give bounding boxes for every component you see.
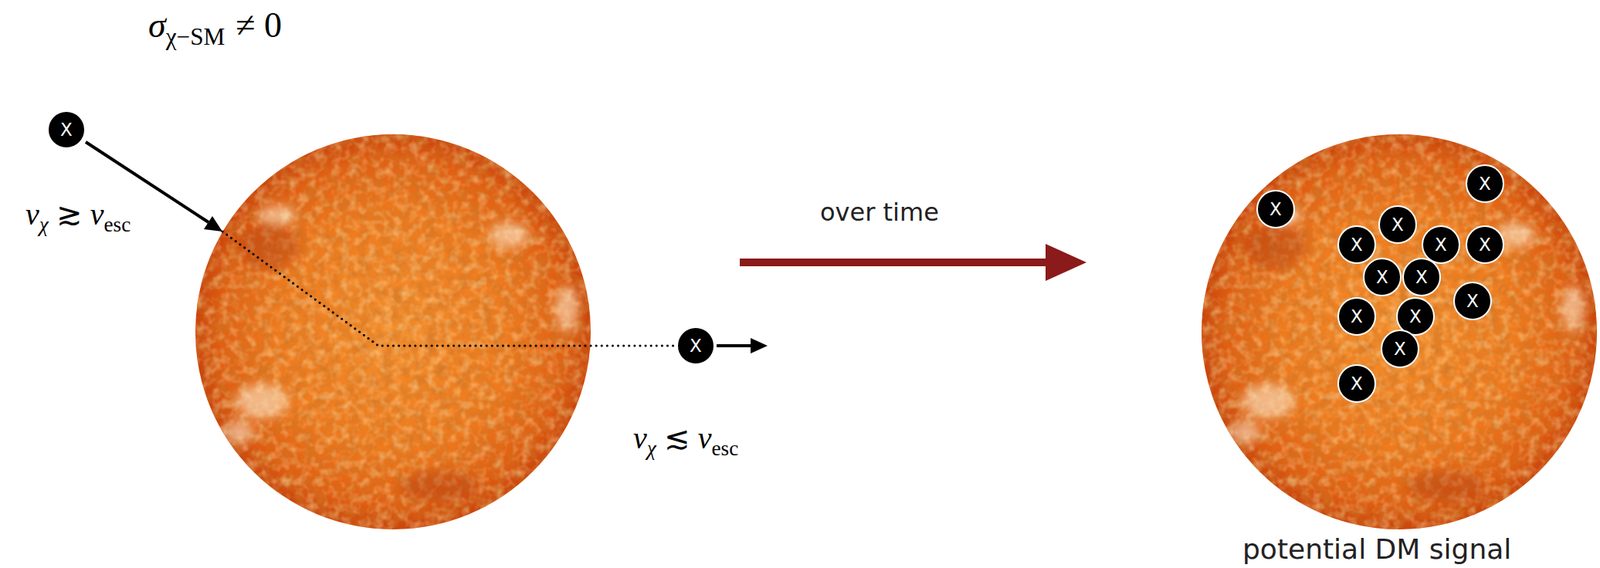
subscript: esc	[104, 213, 132, 238]
annotation-group: over time	[820, 199, 939, 227]
math-symbol: v	[633, 421, 648, 456]
particle-label: X	[1376, 268, 1389, 287]
sun-left	[195, 134, 591, 530]
particle-circle: X	[1465, 225, 1505, 265]
particle-circle: X	[676, 326, 716, 366]
particle-circle: X	[47, 110, 86, 150]
dotted-trajectory	[222, 231, 674, 346]
annotation: potential DM signal	[1239, 534, 1515, 566]
particle-label: X	[1415, 268, 1428, 287]
math-symbol: ≠ 0	[235, 6, 282, 46]
annotation-group: potential DM signal	[1239, 534, 1515, 566]
particle-label: X	[60, 121, 73, 139]
math-symbol: ≲	[664, 421, 691, 456]
subscript: χ	[39, 213, 49, 238]
particle-label: X	[1393, 340, 1407, 359]
particle-circle: X	[1402, 257, 1441, 297]
time-arrow-head	[1045, 244, 1087, 282]
annotation: over time	[820, 199, 939, 227]
annotation-group: σχ−SM ≠ 0	[148, 6, 282, 51]
outgoing-arrow	[716, 344, 754, 348]
annotation-group: vχ≳vesc	[25, 197, 131, 238]
arrow-head	[203, 216, 223, 232]
particle-label: X	[1478, 175, 1492, 194]
particle-label: X	[1350, 375, 1363, 394]
arrow-head	[750, 338, 768, 354]
subscript: χ−SM	[166, 23, 226, 51]
sun-right	[1201, 134, 1597, 530]
math-symbol: v	[698, 421, 712, 456]
particle-circle: X	[1337, 225, 1377, 265]
particle-label: X	[1409, 308, 1422, 326]
particle-label: X	[689, 337, 702, 356]
particle-circle: X	[1337, 364, 1377, 404]
math-symbol: v	[90, 197, 105, 232]
particle-circle: X	[1337, 297, 1377, 336]
math-symbol: σ	[148, 6, 167, 46]
subscript: χ	[647, 437, 657, 462]
time-arrow	[739, 258, 1051, 267]
particle-label: X	[1269, 200, 1282, 219]
particle-label: X	[1434, 236, 1448, 255]
particle-label: X	[1350, 236, 1363, 255]
particle-circle: X	[1465, 164, 1505, 204]
particle-circle: X	[1380, 329, 1420, 369]
annotation-group: vχ≲vesc	[633, 421, 739, 462]
math-symbol: v	[25, 197, 40, 232]
particle-label: X	[1478, 236, 1492, 255]
particle-label: X	[1350, 308, 1363, 326]
particle-circle: X	[1453, 281, 1492, 321]
particle-circle: X	[1362, 257, 1402, 297]
particle-label: X	[1466, 292, 1479, 311]
math-symbol: ≳	[56, 197, 83, 232]
particle-circle: X	[1378, 205, 1417, 245]
particle-label: X	[1391, 216, 1404, 234]
incoming-arrow	[85, 142, 209, 223]
subscript: esc	[711, 437, 739, 462]
particle-circle: X	[1256, 189, 1295, 229]
